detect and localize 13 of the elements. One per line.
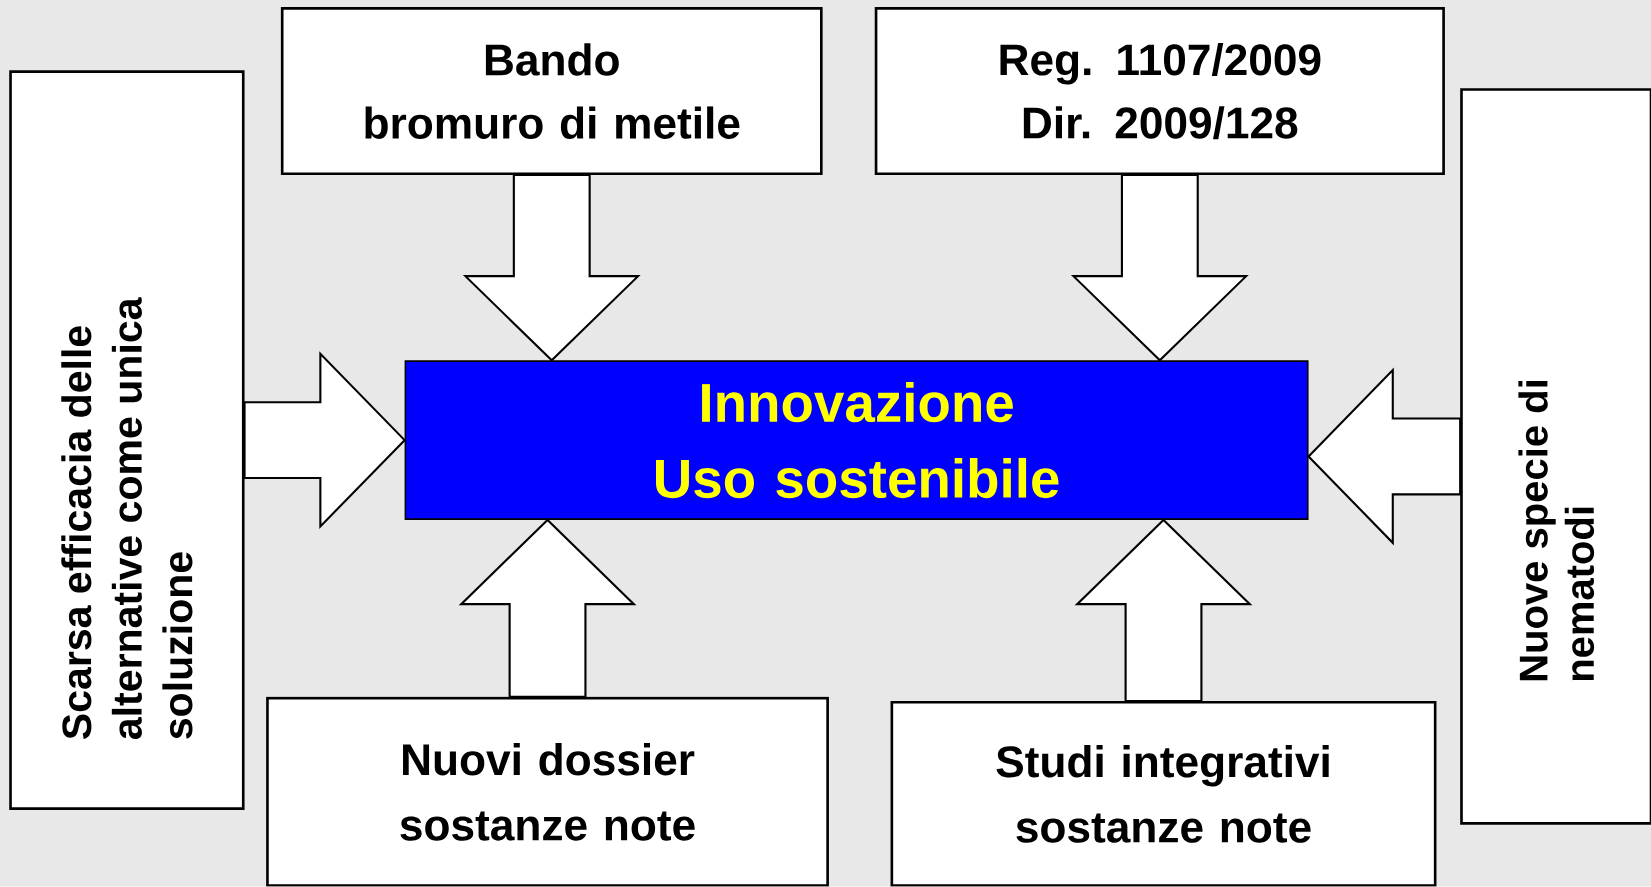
block-arrow xyxy=(462,174,641,363)
block-arrow xyxy=(243,351,407,530)
text-box: Bando bromuro di metile xyxy=(280,7,823,176)
text-box: Scarsa efficacia delle alternative come unica soluzione xyxy=(9,70,245,811)
text-box: Nuovi dossier sostanze note xyxy=(266,697,829,887)
text-box: Reg. 1107/2009 Dir. 2009/128 xyxy=(874,7,1445,176)
text-box: Studi integrativi sostanze note xyxy=(890,701,1437,887)
highlight-box: Innovazione Uso sostenibile xyxy=(404,360,1309,521)
block-arrow xyxy=(458,518,637,699)
block-arrow xyxy=(1307,367,1462,546)
text-box: Nuove specie di nematodi xyxy=(1460,88,1651,825)
block-arrow xyxy=(1070,174,1249,363)
block-arrow xyxy=(1074,518,1253,703)
